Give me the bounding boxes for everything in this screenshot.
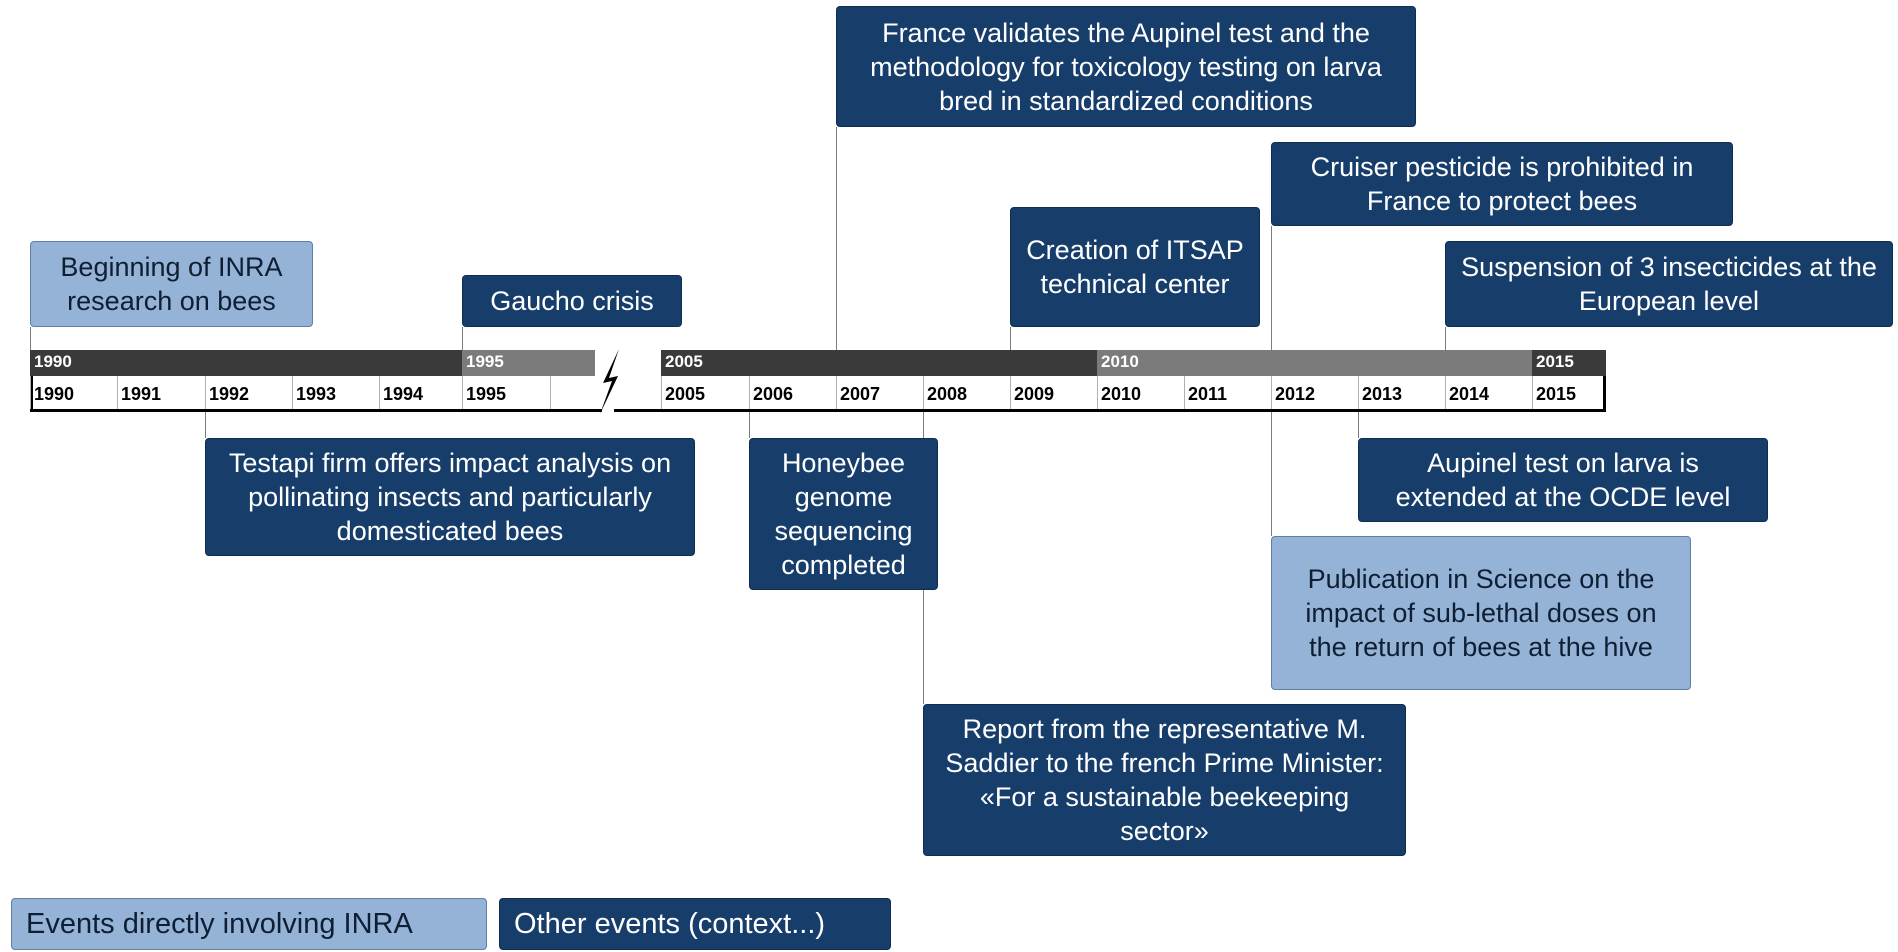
axis-tick-label: 2011 — [1188, 384, 1228, 404]
connector-itsap — [1010, 327, 1011, 350]
axis-top-label-1995: 1995 — [466, 352, 504, 371]
axis-tick-1995 — [462, 376, 662, 409]
axis-tick-label: 2010 — [1101, 384, 1142, 404]
event-inra-research: Beginning of INRA research on bees — [30, 241, 313, 327]
axis-tick-label: 2012 — [1275, 384, 1316, 404]
axis-tick-label: 1994 — [383, 384, 424, 404]
axis-tick-label: 1991 — [121, 384, 162, 404]
axis-band-1995-break — [462, 350, 595, 376]
axis-tick-1993 — [292, 376, 380, 409]
axis-tick-label: 1992 — [209, 384, 250, 404]
axis-tick-1990 — [30, 376, 118, 409]
axis-tick-2012 — [1271, 376, 1359, 409]
axis-tick-2013 — [1358, 376, 1446, 409]
event-itsap: Creation of ITSAP technical center — [1010, 207, 1260, 327]
connector-aupinel-france — [836, 127, 837, 350]
axis-top-label-2015: 2015 — [1536, 352, 1574, 371]
event-gaucho: Gaucho crisis — [462, 275, 682, 327]
axis-tick-label: 1995 — [466, 384, 507, 404]
axis-band-2010-2015 — [1097, 350, 1532, 376]
axis-tick-2008 — [923, 376, 1011, 409]
connector-cruiser — [1271, 226, 1272, 350]
axis-tick-label: 2015 — [1536, 384, 1577, 404]
axis-tick-2005 — [661, 376, 750, 409]
connector-inra-research — [30, 327, 31, 350]
axis-top-label-2005: 2005 — [665, 352, 703, 371]
connector-genome — [749, 412, 750, 438]
axis-tick-2010 — [1097, 376, 1185, 409]
axis-tick-1992 — [205, 376, 293, 409]
axis-tick-label: 1990 — [34, 384, 75, 404]
axis-break-icon — [600, 344, 619, 418]
axis-band-2005-2010 — [661, 350, 1097, 376]
event-suspension: Suspension of 3 insecticides at the Euro… — [1445, 241, 1893, 327]
event-testapi: Testapi firm offers impact analysis on p… — [205, 438, 695, 556]
axis-tick-2011 — [1184, 376, 1272, 409]
axis-tick-2014 — [1445, 376, 1533, 409]
event-science: Publication in Science on the impact of … — [1271, 536, 1691, 690]
axis-tick-label: 2013 — [1362, 384, 1403, 404]
axis-tick-2006 — [749, 376, 837, 409]
axis-top-label-1990: 1990 — [34, 352, 72, 371]
axis-tick-2015 — [1532, 376, 1607, 409]
event-aupinel-ocde: Aupinel test on larva is extended at the… — [1358, 438, 1768, 522]
event-saddier: Report from the representative M. Saddie… — [923, 704, 1406, 856]
connector-testapi — [205, 412, 206, 438]
connector-suspension — [1445, 327, 1446, 350]
axis-band-2015 — [1532, 350, 1606, 376]
axis-tick-2007 — [836, 376, 924, 409]
axis-tick-1994 — [379, 376, 463, 409]
axis-tick-label: 2007 — [840, 384, 881, 404]
axis-tick-2009 — [1010, 376, 1098, 409]
axis-tick-1991 — [117, 376, 206, 409]
axis-tick-label: 2006 — [753, 384, 794, 404]
event-genome: Honeybee genome sequencing completed — [749, 438, 938, 590]
axis-tick-label: 2014 — [1449, 384, 1490, 404]
connector-science — [1271, 412, 1272, 536]
legend-other-events: Other events (context...) — [499, 898, 891, 950]
connector-aupinel-ocde — [1358, 412, 1359, 438]
axis-band-1990-1995 — [30, 350, 462, 376]
axis-tick-label: 2008 — [927, 384, 968, 404]
event-aupinel-france: France validates the Aupinel test and th… — [836, 6, 1416, 127]
axis-tick-label: 2005 — [665, 384, 706, 404]
axis-tick-label: 1993 — [296, 384, 337, 404]
axis-tick-label: 2009 — [1014, 384, 1055, 404]
event-cruiser: Cruiser pesticide is prohibited in Franc… — [1271, 142, 1733, 226]
axis-break-gap — [550, 376, 662, 409]
legend-inra-events: Events directly involving INRA — [11, 898, 487, 950]
axis-top-label-2010: 2010 — [1101, 352, 1139, 371]
connector-gaucho — [462, 327, 463, 350]
